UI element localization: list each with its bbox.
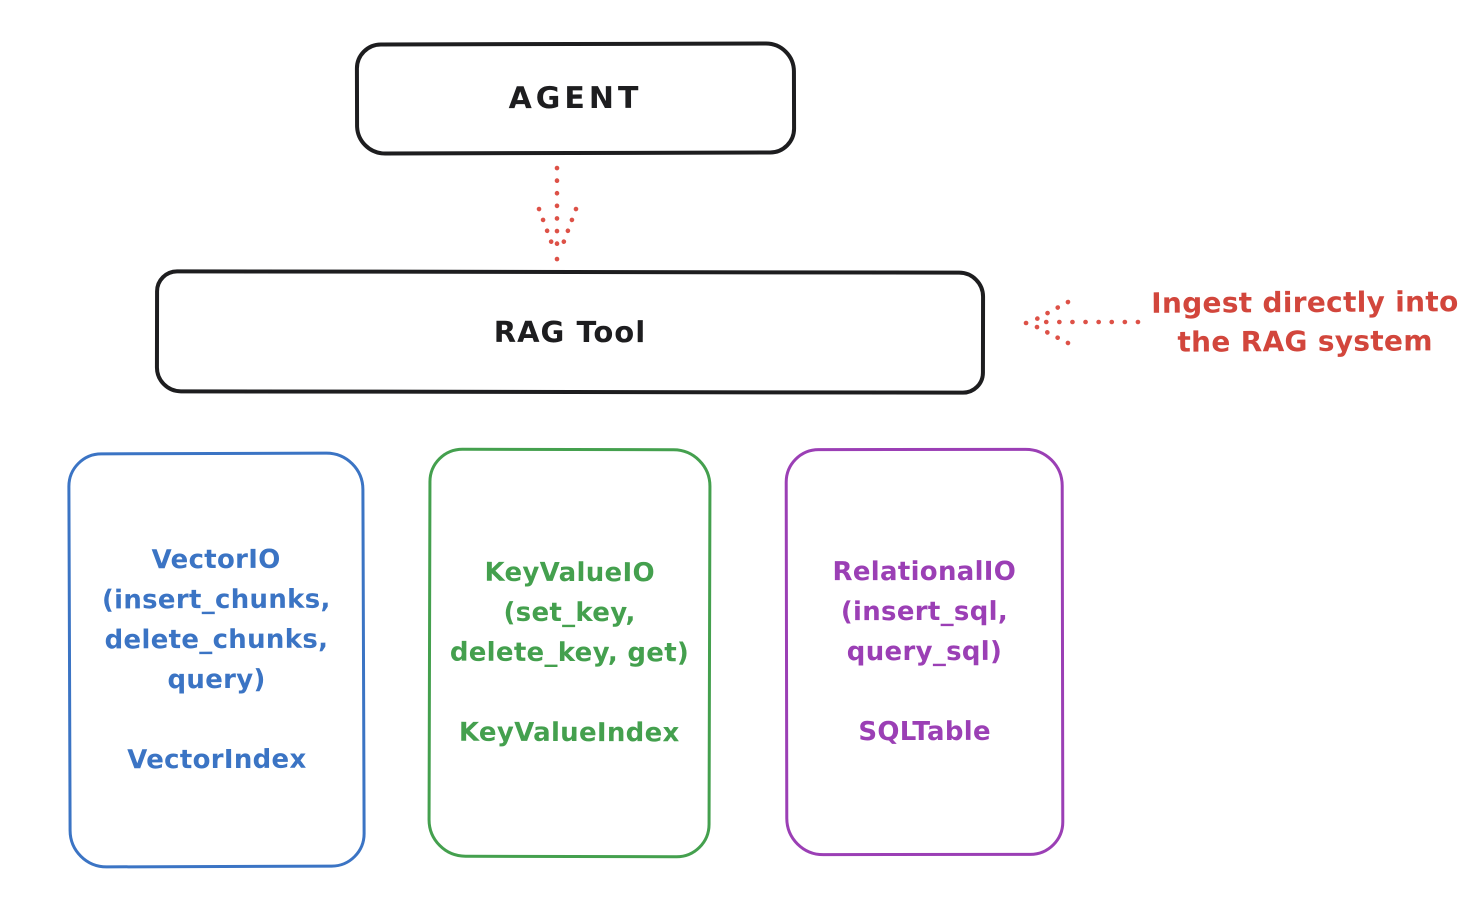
vector-io-node: VectorIO (insert_chunks, delete_chunks, … bbox=[67, 451, 366, 869]
agent-node: AGENT bbox=[354, 41, 797, 156]
key-value-io-title: KeyValueIO (set_key, delete_key, get) bbox=[449, 557, 690, 669]
sql-table-label: SQLTable bbox=[858, 716, 991, 748]
key-value-index-label: KeyValueIndex bbox=[458, 717, 680, 749]
dotted-arrow-down-icon bbox=[536, 165, 579, 262]
key-value-io-node: KeyValueIO (set_key, delete_key, get) Ke… bbox=[427, 447, 712, 859]
relational-io-title: RelationalIO (insert_sql, query_sql) bbox=[832, 556, 1017, 668]
rag-tool-node-label: RAG Tool bbox=[493, 314, 647, 350]
agent-node-label: AGENT bbox=[508, 80, 643, 117]
ingest-annotation: Ingest directly into the RAG system bbox=[1151, 285, 1459, 359]
vector-io-title: VectorIO (insert_chunks, delete_chunks, … bbox=[101, 544, 331, 696]
vector-index-label: VectorIndex bbox=[127, 744, 307, 776]
dotted-arrow-left-icon bbox=[1023, 299, 1141, 346]
rag-tool-node: RAG Tool bbox=[154, 269, 986, 395]
relational-io-node: RelationalIO (insert_sql, query_sql) SQL… bbox=[784, 447, 1065, 857]
